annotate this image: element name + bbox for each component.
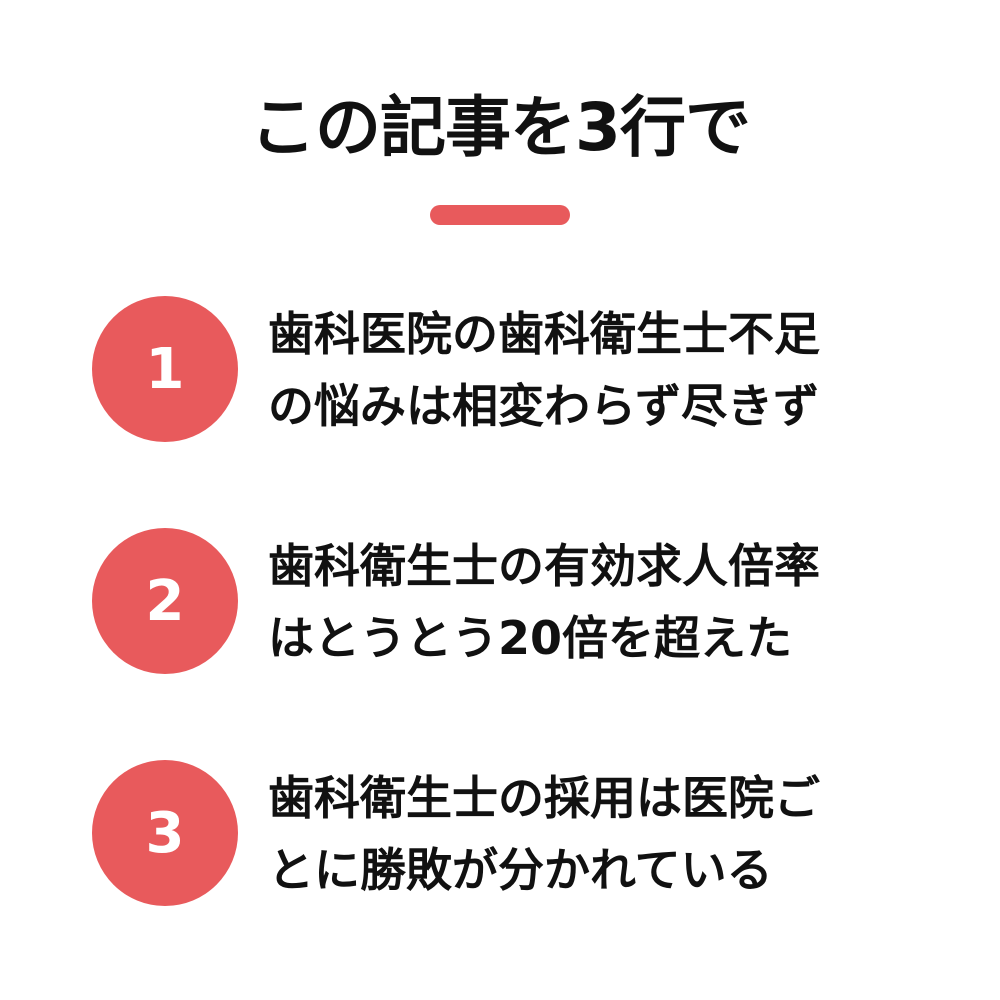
point-3-line-1: 歯科衛生士の採用は医院ご: [268, 771, 820, 825]
summary-point-2: 2 歯科衛生士の有効求人倍率 はとうとう20倍を超えた: [0, 528, 1000, 678]
title-underline: [430, 205, 570, 225]
number-badge-2: 2: [92, 528, 238, 674]
point-1-line-2: の悩みは相変わらず尽きず: [268, 379, 820, 433]
point-1-line-1: 歯科医院の歯科衛生士不足: [268, 307, 820, 361]
summary-point-1: 1 歯科医院の歯科衛生士不足 の悩みは相変わらず尽きず: [0, 296, 1000, 446]
point-2-line-2: はとうとう20倍を超えた: [268, 611, 793, 665]
point-1-text: 歯科医院の歯科衛生士不足 の悩みは相変わらず尽きず: [268, 298, 968, 442]
point-2-line-1: 歯科衛生士の有効求人倍率: [268, 539, 820, 593]
summary-point-3: 3 歯科衛生士の採用は医院ご とに勝敗が分かれている: [0, 760, 1000, 910]
point-3-line-2: とに勝敗が分かれている: [268, 843, 773, 897]
number-badge-3: 3: [92, 760, 238, 906]
point-3-text: 歯科衛生士の採用は医院ご とに勝敗が分かれている: [268, 762, 968, 906]
page-title: この記事を3行で: [250, 89, 751, 166]
number-badge-1: 1: [92, 296, 238, 442]
point-2-text: 歯科衛生士の有効求人倍率 はとうとう20倍を超えた: [268, 530, 968, 674]
